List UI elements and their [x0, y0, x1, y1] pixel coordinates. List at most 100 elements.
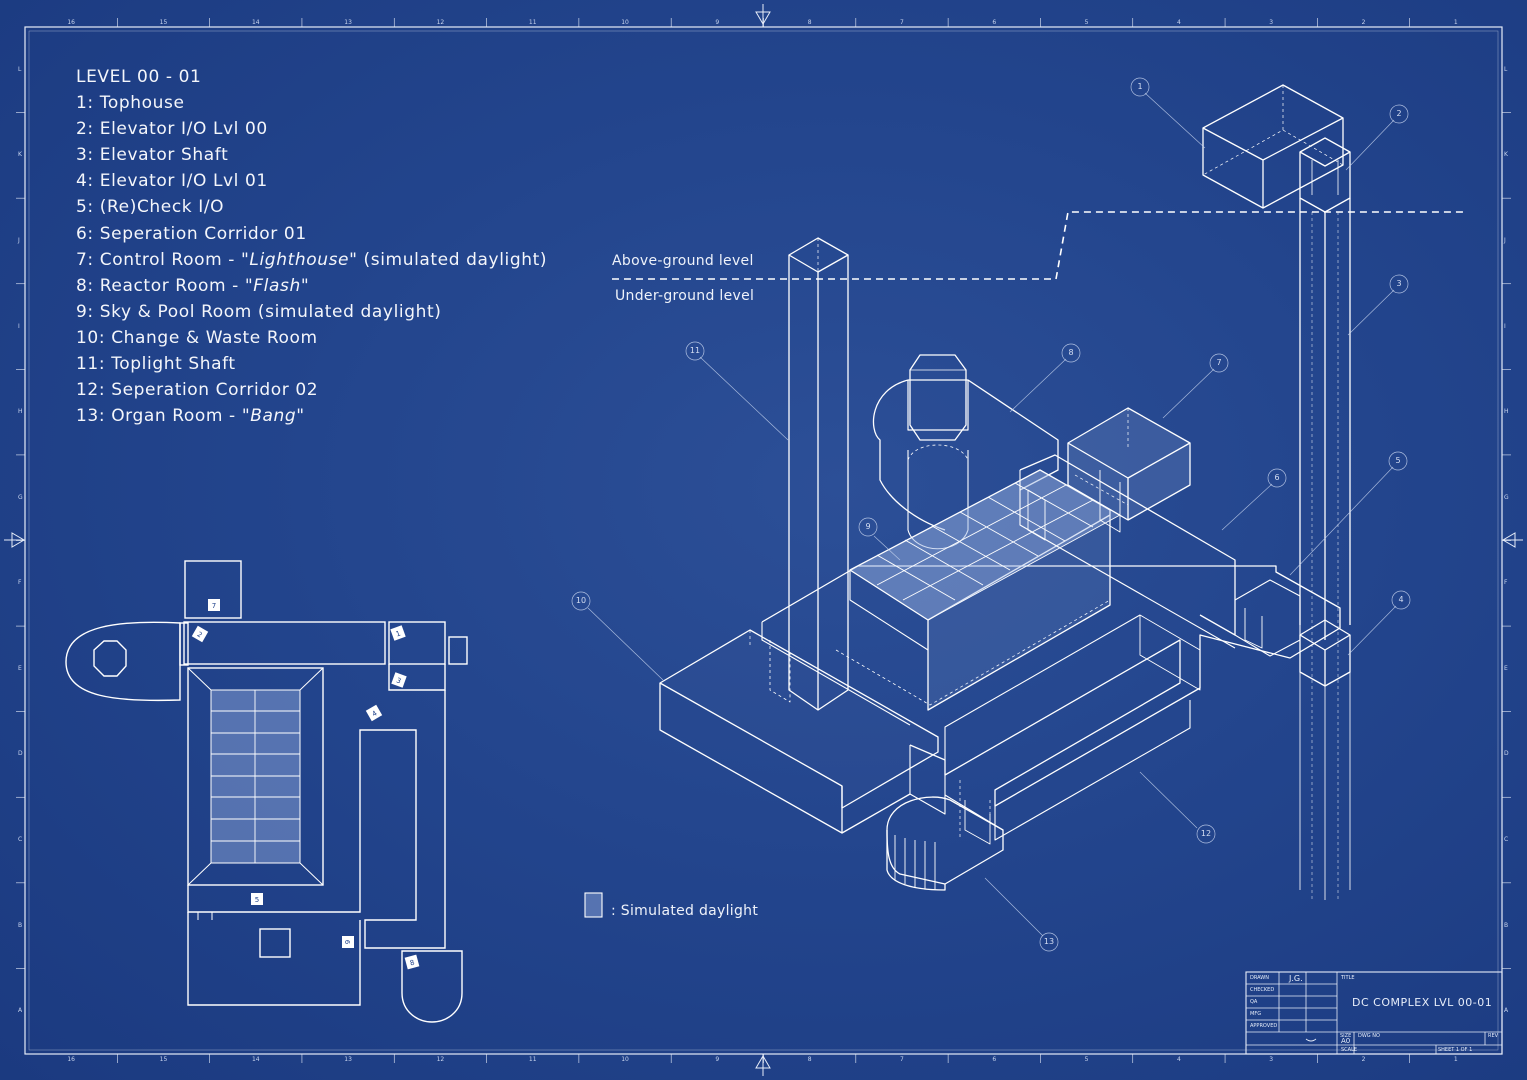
legend-title: LEVEL 00 - 01 — [76, 67, 202, 87]
border-col-label: 4 — [1176, 19, 1181, 26]
border-col-label: 10 — [621, 19, 629, 26]
border-col-label: 6 — [992, 1056, 997, 1063]
organ-room — [886, 794, 1004, 891]
border-col-label: 16 — [67, 19, 75, 26]
callout-circle — [1196, 824, 1216, 844]
border-col-label: 11 — [528, 19, 537, 26]
plan-control-room — [184, 560, 242, 619]
callout-leaders — [587, 92, 1397, 937]
tb-size-value: A0 — [1341, 1037, 1351, 1045]
plan-reactor-octagon — [93, 640, 127, 677]
callout-circle — [1039, 932, 1059, 952]
border-row-label: I — [1504, 322, 1506, 330]
plan-entrance-marker: 7 — [208, 599, 220, 611]
legend-item: 6: Seperation Corridor 01 — [76, 221, 547, 247]
legend-item-number: 5: — [76, 197, 94, 218]
legend-item-text: Sky & Pool Room (simulated daylight) — [99, 301, 442, 322]
plan-marker-box — [342, 936, 354, 948]
tb-size-label: SIZE — [1340, 1033, 1352, 1039]
callout-circle — [1389, 274, 1409, 294]
change-waste-room — [659, 629, 939, 834]
legend-item-text: Seperation Corridor 02 — [111, 380, 319, 401]
plan-marker-box — [391, 672, 407, 688]
plan-entrance-marker: 3 — [391, 672, 407, 688]
legend-item-number: 7: — [76, 249, 94, 270]
legend-item-number: 1: — [76, 93, 94, 114]
border-col-label: 12 — [436, 19, 445, 26]
border-col-label: 11 — [528, 1056, 537, 1063]
floor-plan — [65, 560, 468, 1023]
plan-marker-number: 1 — [395, 629, 402, 638]
border-col-label: 5 — [1084, 19, 1089, 26]
border-row-label: K — [1504, 151, 1508, 159]
under-ground-label: Under-ground level — [615, 288, 755, 304]
tb-qa-label: QA — [1250, 999, 1258, 1005]
border-row-label: F — [18, 579, 22, 587]
border-row-label: L — [18, 65, 22, 73]
border-row-label: D — [1504, 750, 1509, 758]
legend-item: 8: Reactor Room - "Flash" — [76, 273, 547, 299]
plan-elevator — [448, 636, 468, 665]
plan-marker-box — [365, 704, 383, 722]
plan-marker-number: 5 — [255, 896, 259, 904]
callout-number: 4 — [1398, 595, 1404, 604]
border-row-label: C — [1504, 836, 1509, 844]
border-col-label: 13 — [344, 1056, 352, 1063]
legend-item-number: 3: — [76, 145, 94, 166]
border-col-label: 12 — [436, 1056, 445, 1063]
border-col-label: 2 — [1361, 19, 1366, 26]
tb-sheet-label: SHEET 1 OF 1 — [1438, 1047, 1473, 1053]
border-row-label: C — [18, 836, 23, 844]
callout-number: 12 — [1200, 829, 1212, 838]
plan-marker-box — [404, 954, 420, 970]
isometric-drawing — [571, 77, 1465, 952]
callout-number: 8 — [1068, 348, 1074, 357]
callout-number: 9 — [865, 522, 871, 531]
callout-circle — [571, 591, 591, 611]
border-col-label: 9 — [715, 19, 720, 26]
legend-item-text: Elevator Shaft — [99, 145, 229, 166]
callout-number: 6 — [1274, 473, 1280, 482]
tb-rev-label: REV — [1488, 1033, 1499, 1039]
tb-approved-label: APPROVED — [1250, 1023, 1278, 1029]
border-row-label: A — [18, 1007, 23, 1015]
legend-item-text: Elevator I/O Lvl 01 — [99, 171, 268, 192]
tb-drawn-label: DRAWN — [1250, 975, 1269, 981]
plan-change-room — [187, 912, 361, 1006]
border-row-label: J — [1504, 236, 1506, 244]
plan-marker-box — [251, 893, 263, 905]
plan-entrance-marker: 8 — [404, 954, 420, 970]
legend-item: 11: Toplight Shaft — [76, 351, 547, 377]
border-row-label: H — [1504, 408, 1509, 416]
border-row-label: K — [18, 151, 22, 159]
border-col-label: 9 — [715, 1056, 720, 1063]
plan-marker-box — [208, 599, 220, 611]
callout-circles — [571, 77, 1411, 952]
title-block-lines — [1245, 971, 1503, 1055]
border-col-label: 7 — [900, 19, 904, 26]
border-col-label: 10 — [621, 1056, 629, 1063]
legend-item: 7: Control Room - "Lighthouse" (simulate… — [76, 247, 547, 273]
legend-item: 10: Change & Waste Room — [76, 325, 547, 351]
border-col-label: 3 — [1269, 1056, 1274, 1063]
legend-item: 4: Elevator I/O Lvl 01 — [76, 168, 547, 194]
border-row-label: G — [1504, 493, 1509, 501]
callout-circle — [1061, 343, 1081, 363]
legend-item: 9: Sky & Pool Room (simulated daylight) — [76, 299, 547, 325]
tophouse — [1202, 84, 1344, 209]
legend-item-nickname: "Flash" — [244, 275, 310, 296]
legend-item-number: 8: — [76, 275, 94, 296]
corridor-02 — [761, 560, 1341, 841]
tb-checked-label: CHECKED — [1250, 987, 1275, 993]
border-col-label: 16 — [67, 1056, 75, 1063]
callout-circle — [1389, 104, 1409, 124]
callout-circle — [858, 517, 878, 537]
daylight-key-swatch — [584, 892, 603, 918]
ground-level-line — [612, 211, 1465, 280]
legend-item: 12: Seperation Corridor 02 — [76, 377, 547, 403]
callout-number: 7 — [1216, 358, 1222, 367]
legend-item-text: Change & Waste Room — [111, 327, 318, 348]
